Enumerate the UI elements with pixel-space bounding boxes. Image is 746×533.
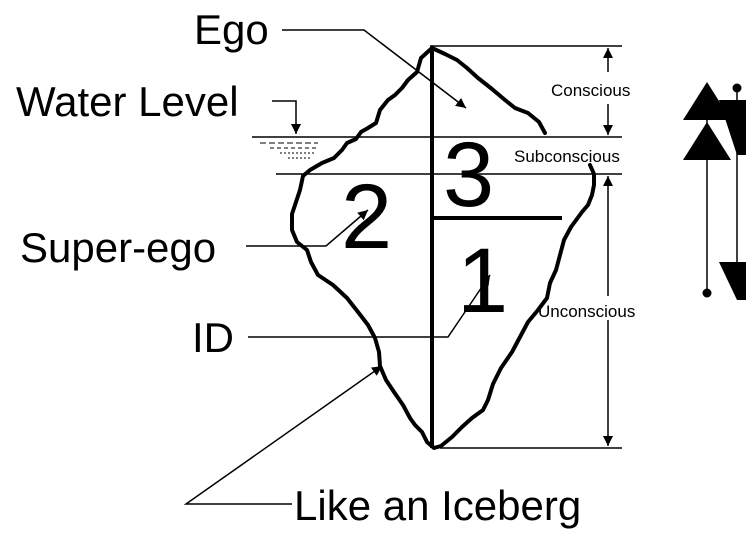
id-label: ID (192, 314, 234, 361)
ego-leader (282, 30, 466, 108)
water-ripples (260, 143, 318, 158)
region-super-ego-number: 2 (341, 166, 392, 268)
iceberg-outline (292, 48, 594, 448)
region-ego-number: 3 (443, 124, 494, 226)
subconscious-label: Subconscious (514, 147, 620, 166)
super-ego-label: Super-ego (20, 224, 216, 271)
iceberg-label: Like an Iceberg (294, 482, 581, 529)
ego-label: Ego (194, 6, 269, 53)
unconscious-label: Unconscious (538, 302, 635, 321)
water-level-label: Water Level (16, 78, 239, 125)
conscious-label: Conscious (551, 81, 630, 100)
region-id-number: 1 (457, 230, 508, 332)
water-level-leader (272, 101, 296, 134)
